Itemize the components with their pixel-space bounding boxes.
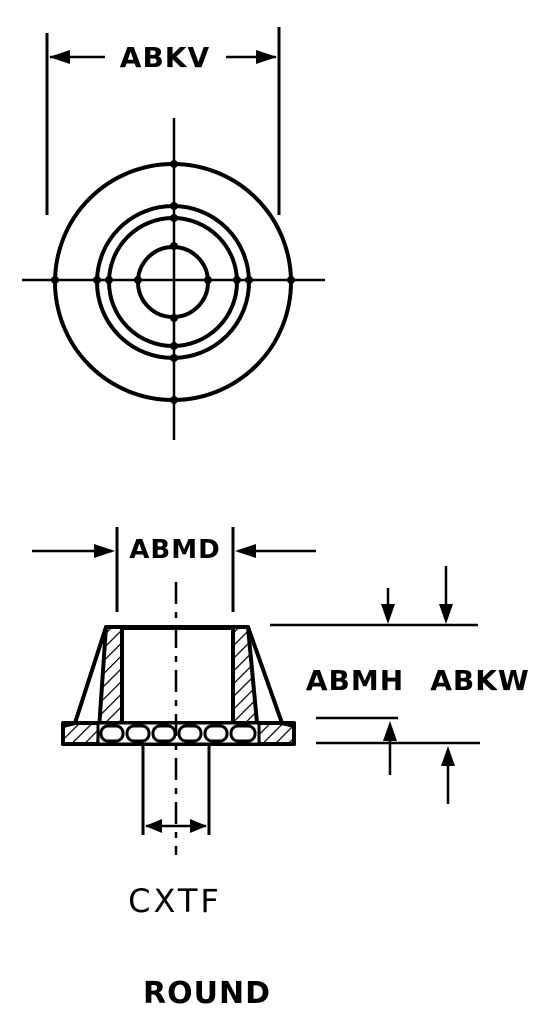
- top-view: ABKV: [22, 27, 325, 440]
- label-abmd: ABMD: [129, 535, 220, 565]
- abmd-arrow-right: [235, 544, 256, 558]
- label-abkw: ABKW: [430, 664, 530, 697]
- intersection-dots: [51, 160, 295, 404]
- label-abmh: ABMH: [306, 664, 404, 697]
- cxtf-arrow-right: [190, 819, 207, 833]
- section-view: ABMD CXTF: [32, 527, 530, 920]
- web-segments: [99, 724, 257, 743]
- cxtf-arrow-left: [145, 819, 162, 833]
- abmh-arrow-bottom: [383, 721, 397, 741]
- abkw-arrow-bottom: [441, 746, 455, 766]
- arrow-right: [256, 50, 277, 64]
- arrow-left: [49, 50, 70, 64]
- label-round: ROUND: [143, 976, 271, 1011]
- section-cavity: [120, 626, 235, 725]
- abmd-arrow-left: [94, 544, 115, 558]
- label-abkv: ABKV: [120, 41, 210, 74]
- label-cxtf: CXTF: [128, 882, 222, 920]
- section-outline: [61, 625, 296, 746]
- abkw-arrow-top: [439, 604, 453, 624]
- abmh-arrow-top: [381, 604, 395, 624]
